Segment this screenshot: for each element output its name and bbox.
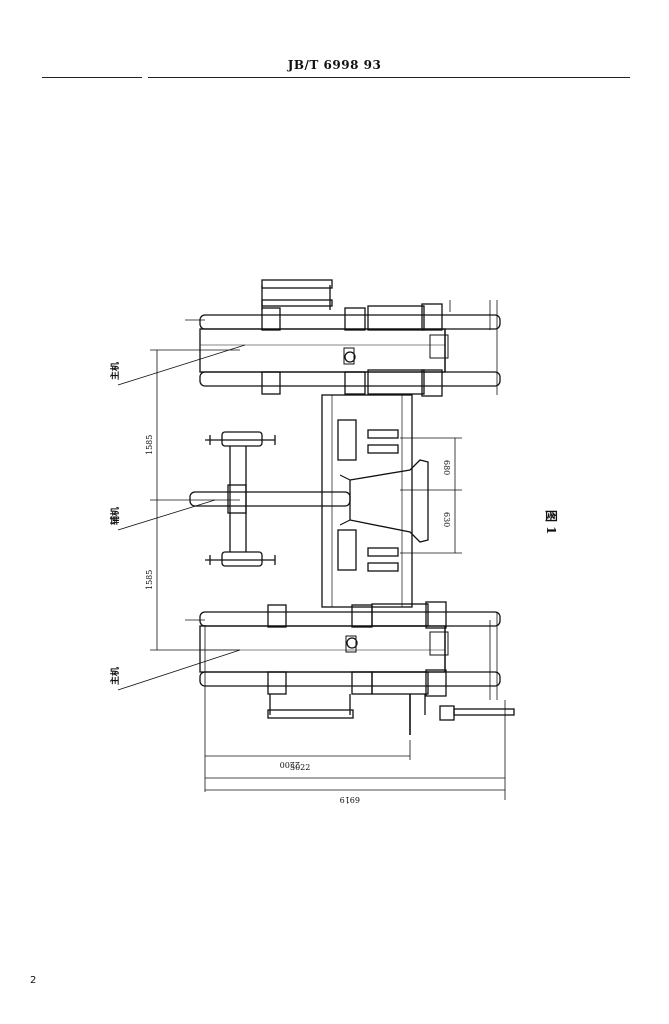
- dimension-lower-span: 1585: [145, 570, 154, 590]
- header-rule-left: [42, 77, 142, 78]
- header-rule-right: [148, 77, 630, 78]
- label-main-machine-bottom: 主机: [109, 667, 121, 685]
- standard-number: JB/T 6998 93: [287, 58, 382, 72]
- label-main-machine-top: 主机: [109, 362, 121, 380]
- dimension-lines: [117, 319, 506, 800]
- top-main-machine: [199, 279, 501, 397]
- dimension-bottom-total: 6919: [340, 795, 360, 804]
- dimension-bottom-inner: 3022: [290, 763, 310, 772]
- auxiliary-machine: [189, 394, 429, 608]
- dimension-right-upper: 680: [442, 460, 451, 475]
- bottom-main-machine: [199, 601, 515, 735]
- dimension-bottom-mid: 2200: [280, 760, 300, 769]
- dimension-upper-span: 1585: [145, 435, 154, 455]
- dimension-right-lower: 630: [442, 512, 451, 527]
- label-auxiliary-machine: 辅机: [109, 507, 121, 525]
- page-number: 2: [30, 975, 37, 986]
- figure-caption: 图 1: [544, 510, 558, 535]
